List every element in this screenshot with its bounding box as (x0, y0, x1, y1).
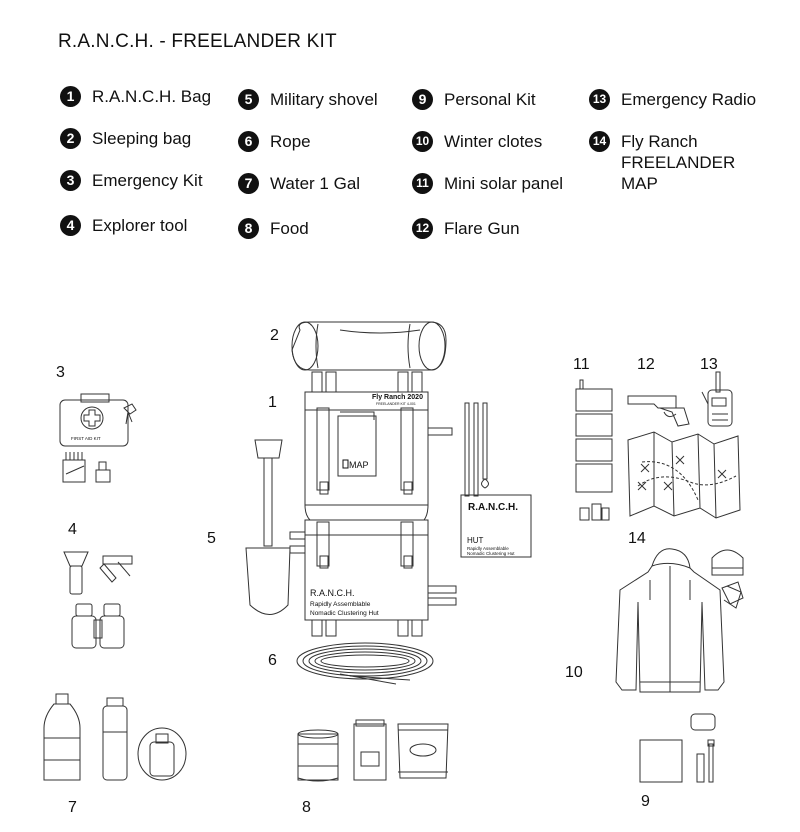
rope-drawing (296, 642, 434, 685)
page-title: R.A.N.C.H. - FREELANDER KIT (58, 31, 337, 52)
legend-number: 4 (60, 215, 81, 236)
bag-line1-text: Rapidly Assemblable (310, 601, 371, 608)
fig-number-14: 14 (628, 530, 646, 547)
food-drawing (297, 719, 449, 782)
legend-item-ranch-bag: 1 R.A.N.C.H. Bag (60, 86, 211, 107)
legend-item-flare-gun: 12 Flare Gun (412, 218, 520, 239)
solar-panel-drawing (575, 379, 613, 521)
legend-label: Winter clotes (444, 132, 543, 151)
fig-number-7: 7 (68, 799, 77, 816)
legend-label: Personal Kit (444, 90, 536, 109)
emergency-radio-drawing (701, 371, 733, 427)
personal-kit-drawing (639, 713, 716, 783)
legend-item-winter-clotes: 10 Winter clotes (412, 131, 542, 152)
legend-item-emergency-kit: 3 Emergency Kit (60, 170, 203, 191)
fig-number-9: 9 (641, 793, 650, 810)
legend-label: Military shovel (270, 90, 378, 109)
legend-label: Rope (270, 132, 311, 151)
fig-number-11: 11 (573, 356, 590, 373)
legend-number: 12 (412, 218, 433, 239)
legend-item-explorer-tool: 4 Explorer tool (60, 215, 187, 236)
legend-number: 5 (238, 89, 259, 110)
legend-item-map: 14 Fly Ranch FREELANDER MAP (589, 131, 735, 194)
legend-label: Explorer tool (92, 216, 188, 235)
legend-number: 2 (60, 128, 81, 149)
legend-item-rope: 6 Rope (238, 131, 311, 152)
bag-header-subtext: FREELANDER KIT 4-001 (376, 402, 416, 406)
legend-item-emergency-radio: 13 Emergency Radio (589, 89, 756, 110)
fig-number-5: 5 (207, 530, 216, 547)
bag-ranch-text: R.A.N.C.H. (310, 588, 355, 598)
legend-number: 14 (589, 131, 610, 152)
flare-gun-drawing (627, 395, 690, 427)
hut-kit-drawing: R.A.N.C.H. HUT Rapidly Assemblable Nomad… (460, 402, 532, 558)
fig-number-3: 3 (56, 364, 65, 381)
map-drawing (627, 431, 741, 519)
legend-number: 9 (412, 89, 433, 110)
fig-number-4: 4 (68, 521, 77, 538)
fig-number-10: 10 (565, 664, 583, 681)
first-aid-label: FIRST AID KIT (71, 436, 101, 441)
sleeping-bag-drawing (291, 321, 447, 371)
backpack-drawing: Fly Ranch 2020 FREELANDER KIT 4-001 MAP … (289, 371, 457, 637)
water-drawing (43, 693, 187, 781)
bag-header-text: Fly Ranch 2020 (372, 394, 423, 401)
hut-line1-text: Rapidly Assemblable (467, 546, 509, 551)
legend-label: Sleeping bag (92, 129, 192, 148)
fig-number-8: 8 (302, 799, 311, 816)
fig-number-12: 12 (637, 356, 655, 373)
legend-label: R.A.N.C.H. Bag (92, 87, 212, 106)
fig-number-13: 13 (700, 356, 718, 373)
hut-label-text: HUT (467, 536, 484, 545)
legend-item-military-shovel: 5 Military shovel (238, 89, 378, 110)
legend-item-food: 8 Food (238, 218, 309, 239)
fig-number-6: 6 (268, 652, 277, 669)
fig-number-2: 2 (270, 327, 279, 344)
legend-label: Fly Ranch FREELANDER MAP (621, 132, 736, 193)
legend-label: Water 1 Gal (270, 174, 361, 193)
legend-number: 11 (412, 173, 433, 194)
legend-number: 8 (238, 218, 259, 239)
legend-number: 3 (60, 170, 81, 191)
legend-label: Mini solar panel (444, 174, 564, 193)
shovel-drawing (245, 439, 291, 615)
bag-map-tag: MAP (349, 460, 369, 470)
winter-clothes-drawing (615, 548, 744, 693)
legend-item-personal-kit: 9 Personal Kit (412, 89, 536, 110)
legend-label: Emergency Radio (621, 90, 757, 109)
legend-number: 1 (60, 86, 81, 107)
legend-item-solar-panel: 11 Mini solar panel (412, 173, 563, 194)
explorer-tool-drawing (63, 551, 133, 649)
legend-label: Food (270, 219, 309, 238)
fig-number-1: 1 (268, 394, 277, 411)
legend-number: 13 (589, 89, 610, 110)
legend-label: Flare Gun (444, 219, 520, 238)
legend-number: 10 (412, 131, 433, 152)
legend-item-sleeping-bag: 2 Sleeping bag (60, 128, 191, 149)
hut-title-text: R.A.N.C.H. (468, 502, 518, 513)
legend-item-water: 7 Water 1 Gal (238, 173, 360, 194)
hut-line2-text: Nomadic Clustering Hut (467, 551, 515, 556)
first-aid-kit-drawing: FIRST AID KIT (59, 393, 137, 483)
legend-label: Emergency Kit (92, 171, 203, 190)
legend-number: 7 (238, 173, 259, 194)
legend-number: 6 (238, 131, 259, 152)
bag-line2-text: Nomadic Clustering Hut (310, 610, 379, 617)
